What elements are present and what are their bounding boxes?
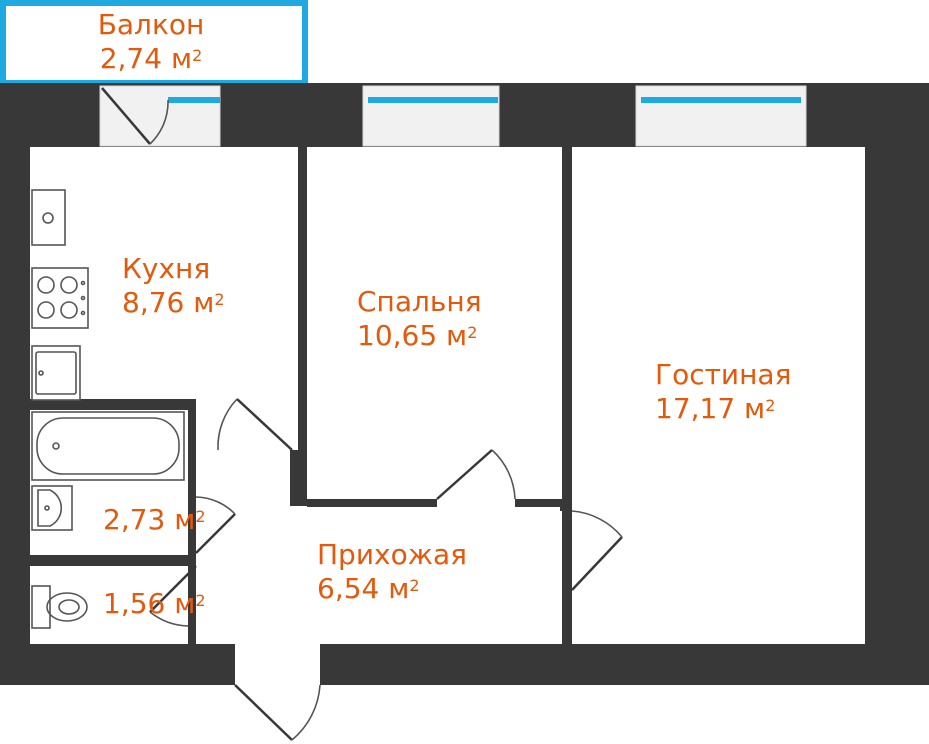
toilet-door-arc: [149, 611, 189, 627]
balcony-label: Балкон 2,74 м2: [98, 8, 205, 76]
balcony-name: Балкон: [97, 8, 205, 41]
bedroom-door-arc: [491, 449, 516, 500]
sink-fixture: [31, 189, 66, 246]
window-kitchen: [99, 85, 221, 147]
bedroom-door: [436, 449, 493, 500]
hallway-label: Прихожая 6,54 м2: [317, 538, 467, 606]
bath-wall-3: [188, 626, 196, 644]
bathroom-label: 2,73 м2: [103, 503, 206, 537]
entrance-door: [234, 684, 293, 741]
living-label: Гостиная 17,17 м2: [655, 358, 791, 426]
hallway-name: Прихожая: [317, 538, 467, 571]
kitchen-name: Кухня: [122, 252, 211, 285]
stove-fixture: [31, 267, 89, 329]
toilet-area: 1,56 м2: [103, 587, 206, 620]
toilet-door: [149, 565, 197, 613]
kitchen-label: Кухня 8,76 м2: [122, 252, 225, 320]
window-living: [635, 85, 807, 147]
toilet-fixture: [31, 585, 88, 629]
toilet-label: 1,56 м2: [103, 587, 206, 621]
bedroom-name: Спальня: [357, 285, 482, 318]
hallway-room: [196, 399, 562, 744]
bedroom-label: Спальня 10,65 м2: [357, 285, 482, 353]
bath-wall-2: [188, 553, 196, 566]
washbasin-fixture: [31, 485, 73, 531]
entrance-door-arc: [291, 684, 321, 741]
living-door: [571, 536, 623, 591]
kitchen-door: [236, 398, 293, 451]
toilet-room: [30, 566, 188, 644]
bedroom-area: 10,65 м2: [357, 319, 478, 352]
window-bedroom: [362, 85, 500, 147]
living-room: [572, 147, 865, 644]
living-area: 17,17 м2: [655, 392, 776, 425]
hall-wall-left: [188, 399, 196, 455]
washbasin-kitchen-fixture: [31, 345, 81, 401]
bath-wall: [188, 455, 196, 487]
entrance-wall: [195, 644, 235, 685]
living-wall: [562, 147, 572, 511]
hall-wall-bedroom2: [307, 499, 437, 507]
hallway-area: 6,54 м2: [317, 572, 420, 605]
bathroom-door-arc: [195, 496, 236, 515]
living-name: Гостиная: [655, 358, 792, 391]
hall-wall-mid: [290, 450, 307, 506]
living-wall-lower: [562, 590, 572, 644]
kitchen-door-arc: [217, 398, 238, 451]
living-door-arc: [571, 510, 623, 538]
kitchen-area: 8,76 м2: [122, 286, 225, 319]
bathtub-fixture: [31, 411, 185, 481]
bathroom-door: [195, 513, 236, 554]
hall-wall-bedroom3: [515, 499, 562, 507]
balcony-area: 2,74 м2: [99, 42, 203, 75]
hall-wall-bedroom: [298, 147, 307, 399]
bedroom-room: [307, 147, 562, 499]
bathroom-area: 2,73 м2: [103, 503, 206, 536]
